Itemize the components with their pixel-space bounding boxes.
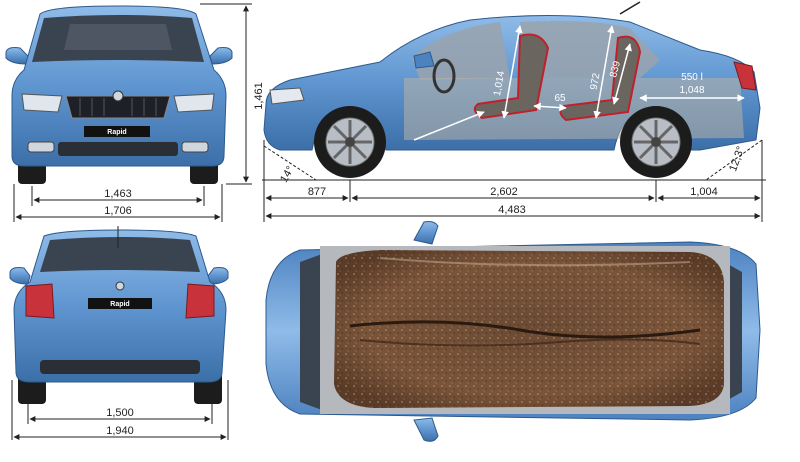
front-right-headlight bbox=[173, 93, 215, 113]
front-plate bbox=[84, 126, 150, 137]
side-rear-wheel bbox=[620, 106, 692, 178]
front-headroom-label: 1,014 bbox=[492, 70, 507, 97]
rear-window bbox=[40, 237, 200, 272]
left-mirror bbox=[5, 47, 29, 65]
rear-knee-arrow bbox=[533, 102, 567, 112]
side-front-wheel bbox=[314, 106, 386, 178]
windshield-interior bbox=[64, 24, 172, 50]
rear-seat-label: 839 bbox=[608, 59, 623, 78]
side-mirror bbox=[413, 51, 435, 69]
front-width-label: 1,706 bbox=[104, 205, 132, 217]
mirror-width-label: 1,940 bbox=[106, 425, 134, 437]
rear-headroom-arrow bbox=[593, 25, 615, 119]
boot-volume-label: 550 l bbox=[681, 72, 703, 83]
front-lower-intake bbox=[58, 142, 178, 156]
front-track-label: 1,463 bbox=[104, 188, 132, 200]
rear-knee-label: 65 bbox=[554, 93, 566, 104]
front-logo-icon bbox=[112, 90, 124, 102]
front-seat bbox=[473, 33, 550, 120]
front-left-fog bbox=[27, 141, 55, 153]
top-windshield bbox=[300, 254, 322, 410]
bread-loaf-image bbox=[320, 246, 730, 414]
top-right-mirror bbox=[413, 417, 439, 442]
side-antenna bbox=[619, 1, 641, 15]
approach-angle-label: 14° bbox=[278, 164, 297, 184]
side-headlight bbox=[269, 87, 305, 105]
front-view: Rapid 1,461 1,463 1,706 bbox=[5, 3, 265, 222]
rear-headroom-label: 972 bbox=[589, 72, 603, 91]
rear-right-taillight bbox=[185, 283, 215, 319]
side-view: 1,014 65 972 839 550 l 1,048 14° 12,3° 8… bbox=[262, 1, 766, 222]
wheelbase-label: 2,602 bbox=[490, 186, 518, 198]
rear-left-mirror bbox=[9, 267, 31, 285]
departure-angle-line bbox=[705, 139, 763, 181]
steering-wheel bbox=[432, 58, 456, 94]
front-right-fog bbox=[181, 141, 209, 153]
side-taillight bbox=[733, 61, 757, 91]
height-label: 1,461 bbox=[253, 82, 265, 110]
length-label: 4,483 bbox=[498, 204, 526, 216]
front-left-headlight bbox=[21, 93, 63, 113]
rear-right-mirror bbox=[207, 267, 229, 285]
rear-track-label: 1,500 bbox=[106, 407, 134, 419]
rear-plate-text: Rapid bbox=[110, 301, 129, 308]
rear-seat-arrow bbox=[612, 43, 632, 105]
approach-angle-line bbox=[263, 145, 317, 181]
rear-overhang-label: 1,004 bbox=[690, 186, 718, 198]
boot-length-label: 1,048 bbox=[679, 85, 704, 96]
cabin-diagonal-arrow bbox=[413, 111, 485, 141]
top-view bbox=[265, 221, 761, 442]
rear-plate bbox=[88, 298, 152, 309]
front-overhang-label: 877 bbox=[308, 186, 326, 198]
rear-bumper-lower bbox=[40, 360, 200, 374]
departure-angle-label: 12,3° bbox=[727, 145, 747, 173]
rear-view: Rapid 1,500 1,940 bbox=[9, 226, 229, 440]
rear-left-taillight bbox=[25, 283, 55, 319]
front-plate-text: Rapid bbox=[107, 129, 126, 136]
front-headroom-arrow bbox=[501, 25, 523, 119]
top-left-mirror bbox=[413, 221, 439, 245]
right-mirror bbox=[209, 47, 233, 65]
rear-logo-icon bbox=[115, 281, 125, 291]
